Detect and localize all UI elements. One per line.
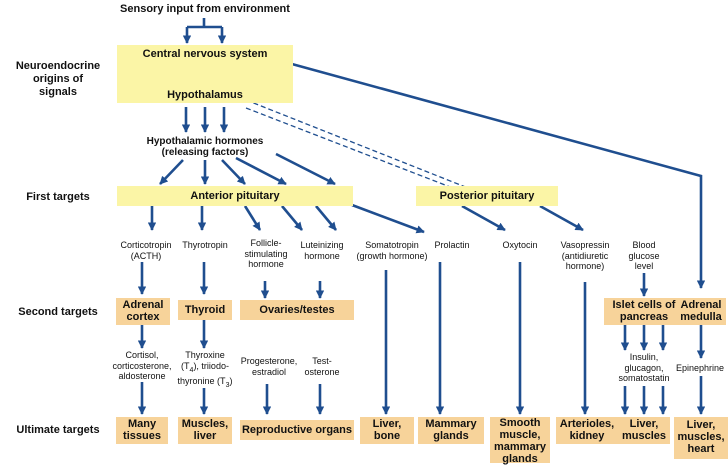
hypothalamus-label: Hypothalamus (167, 89, 243, 101)
adrenal-cortex-box: Adrenal cortex (116, 298, 170, 325)
hormone-thyrotropin: Thyrotropin (182, 240, 228, 250)
muscles-liver-box: Muscles, liver (178, 417, 232, 444)
liver-muscles-heart-box: Liver, muscles, heart (674, 417, 728, 459)
hormone-acth: Corticotropin (ACTH) (120, 240, 172, 261)
hormone-lh: Luteinizing hormone (300, 240, 344, 261)
hormone-fsh: Follicle- stimulating hormone (244, 238, 288, 269)
hormone-cortisol: Cortisol, corticosterone, aldosterone (112, 350, 172, 381)
reproductive-organs-box: Reproductive organs (240, 420, 354, 440)
row-label-second: Second targets (18, 306, 98, 318)
hormone-insulin: Insulin, glucagon, somatostatin (618, 352, 670, 383)
mammary-glands-box: Mammary glands (418, 417, 484, 444)
liver-muscles-box: Liver, muscles (618, 417, 670, 444)
cns-medulla-arrow (269, 56, 706, 289)
islet-cells-box: Islet cells of pancreas (604, 298, 684, 325)
arterioles-kidney-box: Arterioles, kidney (556, 417, 618, 444)
blood-glucose-level: Blood glucose level (628, 240, 660, 271)
row-label-origins: Neuroendocrine origins of signals (15, 60, 101, 98)
many-tissues-box: Many tissues (116, 417, 168, 444)
ovaries-testes-box: Ovaries/testes (240, 300, 354, 320)
input-connector (187, 18, 222, 29)
hormone-prolactin: Prolactin (434, 240, 470, 250)
liver-bone-box: Liver, bone (360, 417, 414, 444)
sensory-input-label: Sensory input from environment (120, 3, 290, 15)
dashed-link-2 (245, 107, 459, 191)
hormone-vasopressin: Vasopressin (antidiuretic hormone) (560, 240, 610, 271)
cns-box: Central nervous system Hypothalamus (117, 45, 293, 103)
hormone-progesterone: Progesterone, estradiol (240, 356, 298, 377)
hypothalamic-hormones-label: Hypothalamic hormones (releasing factors… (146, 136, 264, 158)
anterior-pituitary-box: Anterior pituitary (117, 186, 353, 206)
row-label-ultimate: Ultimate targets (16, 424, 100, 436)
row-label-first: First targets (26, 191, 90, 203)
cns-label: Central nervous system (142, 48, 268, 60)
hormone-oxytocin: Oxytocin (502, 240, 538, 250)
hormone-thyroxine: Thyroxine (T4), triiodo- thyronine (T3) (177, 350, 233, 389)
adrenal-medulla-box: Adrenal medulla (676, 298, 726, 325)
posterior-pituitary-box: Posterior pituitary (416, 186, 558, 206)
hormone-epinephrine: Epinephrine (675, 363, 725, 373)
hormone-somatotropin: Somatotropin (growth hormone) (356, 240, 428, 261)
hormone-testosterone: Test- osterone (304, 356, 340, 377)
smooth-muscle-box: Smooth muscle, mammary glands (490, 417, 550, 465)
thyroid-box: Thyroid (178, 300, 232, 320)
